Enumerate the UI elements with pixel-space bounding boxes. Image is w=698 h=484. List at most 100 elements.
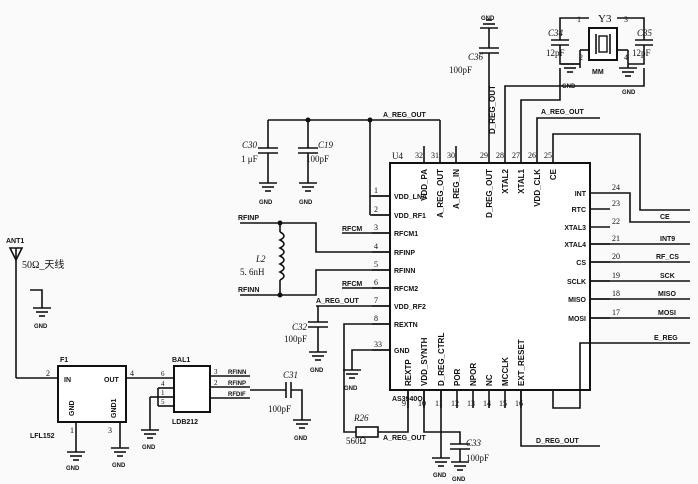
balun-ref: BAL1: [172, 357, 190, 364]
ground-label: GND: [112, 463, 126, 469]
filter-ref: F1: [60, 357, 68, 364]
svg-text:2: 2: [46, 369, 50, 378]
filter-f1: F1 IN OUT GND GND1 2 4 1 3 LFL152: [30, 357, 150, 452]
ic-u4: U4 AS3940O 32VDD_PA31A_REG_OUT30A_REG_IN…: [372, 146, 620, 408]
pin-number: 15: [499, 399, 507, 408]
net-rfinp: RFINP: [238, 215, 259, 222]
pin-number: 30: [447, 151, 455, 160]
ground-label: GND: [259, 200, 273, 206]
pin-number: 2: [374, 205, 378, 214]
ground-label: GND: [66, 466, 80, 472]
ground-icon: GND: [66, 451, 85, 472]
pin-number: 32: [415, 151, 423, 160]
antenna-ref: ANT1: [6, 238, 24, 245]
ground-icon: GND: [259, 182, 277, 206]
pin-label: VDD_CLK: [533, 169, 542, 207]
ground-icon: GND: [293, 419, 311, 442]
pin-number: 26: [528, 151, 536, 160]
c33-ref: C33: [466, 438, 482, 448]
net-rfcm-2: RFCM: [342, 281, 362, 288]
ground-label: GND: [142, 445, 156, 451]
antenna-desc: 50Ω_天线: [22, 258, 64, 271]
pin-number: 14: [483, 399, 491, 408]
ground-icon: GND: [343, 369, 361, 392]
pin-label: SCLK: [567, 279, 586, 286]
pin-label: XTAL1: [517, 168, 526, 193]
pin-label: A_REG_OUT: [436, 169, 445, 218]
pin-number: 3: [374, 223, 378, 232]
ground-icon: GND: [451, 461, 469, 483]
pin-number: 6: [374, 278, 378, 287]
ground-label: GND: [562, 84, 576, 90]
net-mosi: MOSI: [658, 310, 676, 317]
c30-ref: C30: [242, 140, 258, 150]
svg-text:5: 5: [161, 398, 165, 406]
c32-value: 100pF: [284, 334, 307, 344]
l2-value: 5. 6nH: [240, 267, 265, 277]
ground-label: GND: [452, 477, 466, 483]
net-d-reg-out-bot: D_REG_OUT: [536, 438, 580, 445]
pin-label: RTC: [572, 207, 586, 214]
pin-number: 13: [467, 399, 475, 408]
svg-text:4: 4: [161, 380, 165, 388]
ic-u4-body: [389, 162, 591, 391]
ground-icon: GND: [561, 63, 579, 90]
antenna: ANT1 50Ω_天线: [6, 238, 64, 379]
pin-label: VDD_PA: [420, 169, 429, 201]
ground-label: GND: [299, 200, 313, 206]
net-sck: SCK: [660, 273, 675, 280]
l2-ref: L2: [255, 254, 266, 264]
c35-ref: C35: [637, 28, 653, 38]
pin-label: MISO: [568, 297, 586, 304]
ic-pin-31: 31A_REG_OUT: [431, 146, 445, 218]
pin-label: VDD_RF1: [394, 213, 426, 220]
c19-value: 100pF: [306, 154, 329, 164]
svg-text:2: 2: [214, 379, 218, 387]
ground-label: GND: [34, 324, 48, 330]
ground-icon: GND: [111, 447, 129, 469]
pin-number: 22: [612, 217, 620, 226]
net-rfinn: RFINN: [238, 287, 259, 294]
balun-part: LDB212: [172, 419, 198, 426]
c30-value: 1 μF: [241, 154, 258, 164]
pin-number: 11: [435, 399, 443, 408]
ground-label: GND: [433, 473, 447, 479]
pin-label: VDD_RF2: [394, 304, 426, 311]
c35-value: 12pF: [632, 48, 651, 58]
c33-value: 100pF: [466, 453, 489, 463]
svg-text:1: 1: [161, 389, 165, 397]
crystal-y3: Y3 MM 1 2 3 4 C34 12pF C35 12pF: [546, 13, 653, 76]
ic-pin-30: 30A_REG_IN: [447, 146, 461, 209]
pin-label: CS: [576, 260, 586, 267]
pin-label: XTAL2: [501, 168, 510, 193]
pin-number: 12: [451, 399, 459, 408]
pin-number: 9: [402, 399, 406, 408]
pin-label: NC: [485, 374, 494, 386]
ground-icon: GND: [33, 307, 51, 330]
filter-part: LFL152: [30, 433, 55, 440]
net-rfcm-1: RFCM: [342, 226, 362, 233]
pin-label: RFCM1: [394, 231, 418, 238]
net-rfdif: RFDIF: [228, 392, 246, 398]
c34-value: 12pF: [546, 48, 565, 58]
c34-ref: C34: [548, 28, 564, 38]
cap-c36: C36 100pF D_REG_OUT: [449, 28, 499, 146]
net-rf-cs: RF_CS: [656, 254, 679, 261]
pin-number: 33: [374, 340, 382, 349]
svg-text:1: 1: [70, 426, 74, 435]
net-e-reg: E_REG: [654, 335, 678, 342]
pin-label: INT: [575, 191, 587, 198]
pin-number: 5: [374, 260, 378, 269]
svg-text:6: 6: [161, 370, 165, 378]
r26-value: 560Ω: [346, 436, 367, 446]
pin-label: MOSI: [568, 316, 586, 323]
balun-bal1: BAL1 LDB212 6 4 1 5 3 2 RFINN RFINP RFDI…: [149, 357, 250, 430]
pin-number: 29: [480, 151, 488, 160]
c36-ref: C36: [468, 52, 484, 62]
